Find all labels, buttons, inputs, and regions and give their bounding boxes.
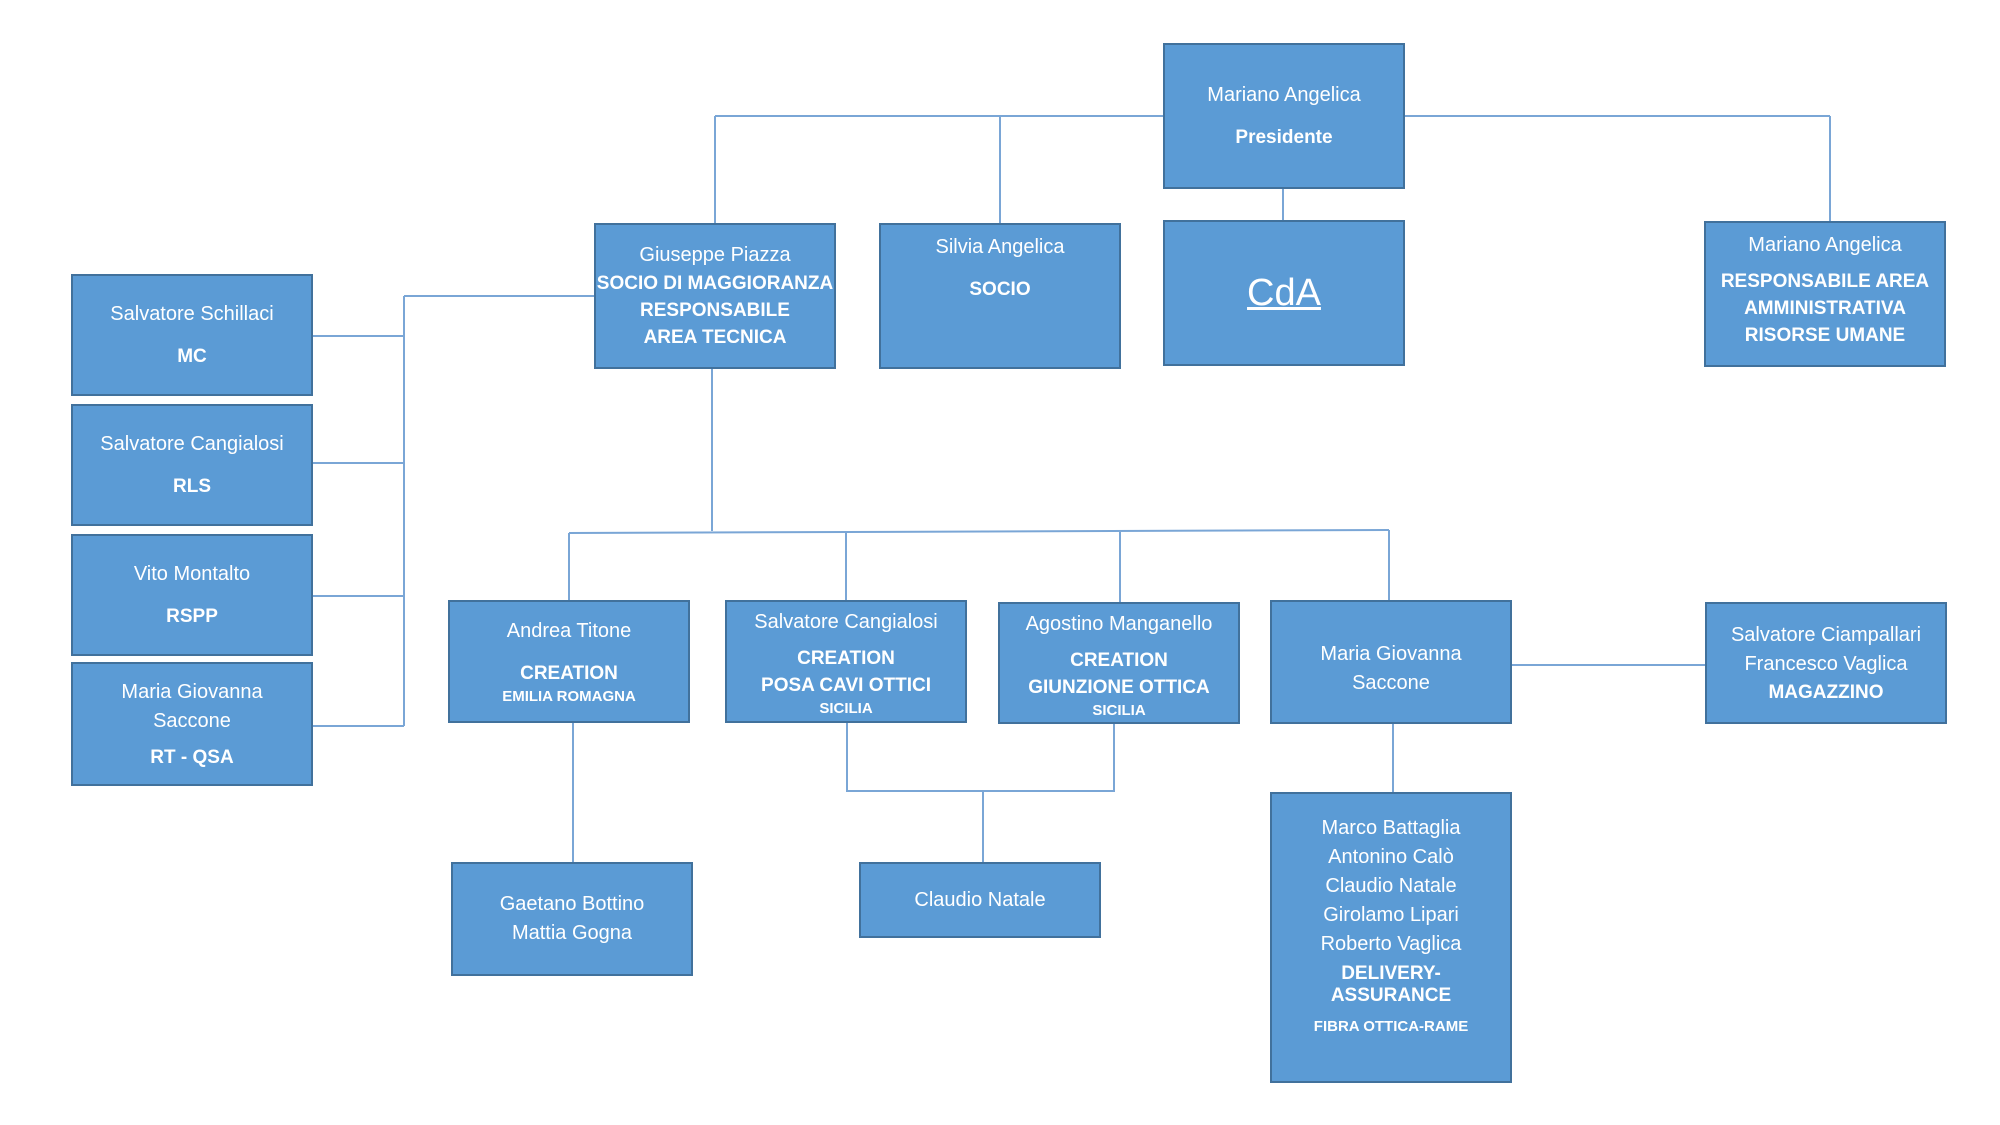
admin-name: Mariano Angelica [1748,234,1902,256]
manganello-area: SICILIA [1092,702,1146,719]
node-claudio-natale[interactable]: Claudio Natale [859,862,1101,938]
saccone-rt-name-1: Maria Giovanna [121,680,263,703]
montalto-role: RSPP [166,606,218,627]
cangialosi-posa-name: Salvatore Cangialosi [754,611,938,633]
magazzino-name-2: Francesco Vaglica [1744,652,1908,675]
node-salvatore-schillaci[interactable]: Salvatore Schillaci MC [71,274,313,396]
gogna-name: Mattia Gogna [511,922,633,944]
cangialosi-posa-area: SICILIA [819,700,873,717]
saccone-rt-role: RT - QSA [150,746,234,768]
node-cda[interactable]: CdA [1163,220,1405,366]
manganello-role-1: CREATION [1070,650,1168,671]
team-member: Claudio Natale [1325,875,1457,897]
node-presidente[interactable]: Mariano Angelica Presidente [1163,43,1405,189]
bottino-name: Gaetano Bottino [499,893,645,915]
admin-role-3: RISORSE UMANE [1744,325,1906,346]
node-salvatore-cangialosi-rls[interactable]: Salvatore Cangialosi RLS [71,404,313,526]
titone-area: EMILIA ROMAGNA [502,687,636,705]
cangialosi-posa-role-1: CREATION [797,648,895,669]
team-member: Roberto Vaglica [1320,933,1462,955]
cangialosi-rls-name: Salvatore Cangialosi [100,433,284,455]
node-magazzino[interactable]: Salvatore Ciampallari Francesco Vaglica … [1705,602,1947,724]
piazza-role-2: RESPONSABILE [640,300,790,321]
piazza-role-3: AREA TECNICA [643,327,787,348]
piazza-name: Giuseppe Piazza [639,244,791,266]
team-member: Marco Battaglia [1321,817,1461,839]
delivery-role-2: ASSURANCE [1330,985,1452,1006]
piazza-role-1: SOCIO DI MAGGIORANZA [596,273,834,294]
magazzino-role: MAGAZZINO [1768,681,1884,703]
saccone-name-1: Maria Giovanna [1320,643,1462,665]
magazzino-name-1: Salvatore Ciampallari [1730,623,1922,646]
admin-role-2: AMMINISTRATIVA [1744,298,1906,319]
node-bottino-gogna[interactable]: Gaetano Bottino Mattia Gogna [451,862,693,976]
node-maria-giovanna-saccone-rt[interactable]: Maria Giovanna Saccone RT - QSA [71,662,313,786]
natale-name: Claudio Natale [914,888,1046,911]
node-salvatore-cangialosi-posa[interactable]: Salvatore Cangialosi CREATION POSA CAVI … [725,600,967,723]
titone-role: CREATION [520,662,618,684]
schillaci-name: Salvatore Schillaci [110,303,274,325]
node-agostino-manganello[interactable]: Agostino Manganello CREATION GIUNZIONE O… [998,602,1240,724]
delivery-role-1: DELIVERY- [1341,963,1441,984]
cangialosi-posa-role-2: POSA CAVI OTTICI [761,675,931,696]
presidente-role: Presidente [1235,127,1333,148]
saccone-name-2: Saccone [1352,672,1430,694]
manganello-name: Agostino Manganello [1025,613,1213,635]
manganello-role-2: GIUNZIONE OTTICA [1028,677,1210,698]
node-vito-montalto[interactable]: Vito Montalto RSPP [71,534,313,656]
admin-role-1: RESPONSABILE AREA [1720,271,1930,292]
connector-posa-natale-left [846,723,983,792]
schillaci-role: MC [177,346,207,367]
team-member: Antonino Calò [1328,846,1454,868]
cangialosi-rls-role: RLS [173,476,211,497]
node-silvia-angelica[interactable]: Silvia Angelica SOCIO [879,223,1121,369]
silvia-role: SOCIO [969,279,1031,300]
titone-name: Andrea Titone [506,619,632,642]
saccone-rt-name-2: Saccone [153,709,231,732]
presidente-name: Mariano Angelica [1207,84,1361,106]
node-delivery-team[interactable]: Marco Battaglia Antonino Calò Claudio Na… [1270,792,1512,1083]
node-giuseppe-piazza[interactable]: Giuseppe Piazza SOCIO DI MAGGIORANZA RES… [594,223,836,369]
delivery-role-3: FIBRA OTTICA-RAME [1313,1018,1469,1035]
team-member: Girolamo Lipari [1323,904,1459,926]
cda-label: CdA [1247,271,1321,314]
silvia-name: Silvia Angelica [935,236,1065,258]
connector-giunz-natale-right [983,723,1115,792]
connector-tech-bus [568,529,1390,534]
node-maria-giovanna-saccone[interactable]: Maria Giovanna Saccone [1270,600,1512,724]
montalto-name: Vito Montalto [133,563,251,585]
node-responsabile-amministrativa[interactable]: Mariano Angelica RESPONSABILE AREA AMMIN… [1704,221,1946,367]
node-andrea-titone[interactable]: Andrea Titone CREATION EMILIA ROMAGNA [448,600,690,723]
